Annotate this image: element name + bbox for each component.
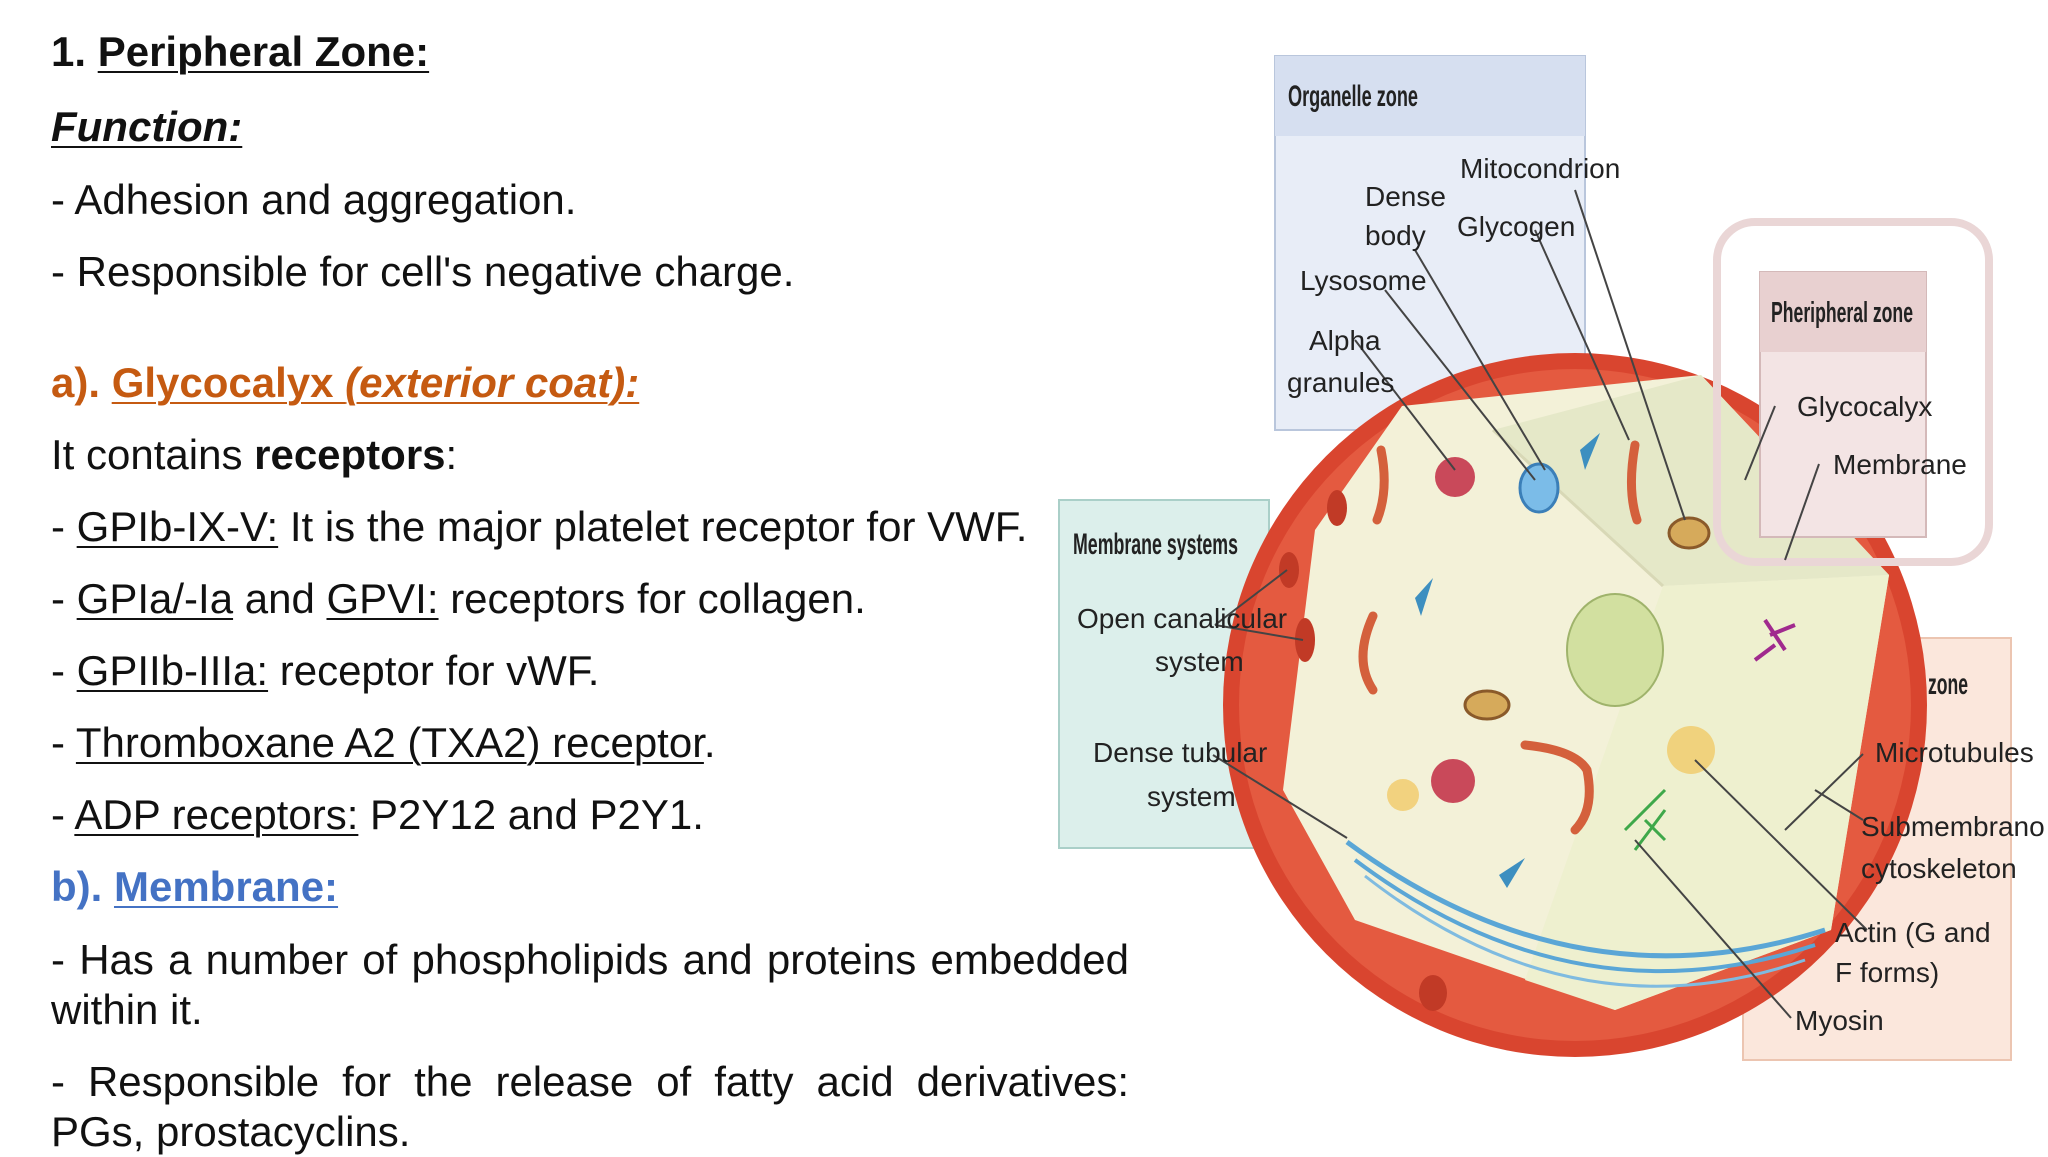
receptor-item: - Thromboxane A2 (TXA2) receptor. [51, 719, 716, 766]
label-myosin: Myosin [1795, 1005, 1884, 1036]
open-canalicular [1295, 618, 1315, 662]
contains-pre: It contains [51, 431, 255, 478]
lysosome [1518, 462, 1560, 514]
contains-line: It contains receptors: [51, 430, 457, 480]
label-system: system [1147, 781, 1236, 812]
membrane-item: - Has a number of phospholipids and prot… [51, 936, 1129, 1033]
open-canalicular [1279, 552, 1299, 588]
label-mitocondrion: Mitocondrion [1460, 153, 1620, 184]
glycocalyx-title: Glycocalyx [111, 359, 334, 406]
receptor-name: GPIb-IX-V: [76, 503, 279, 550]
label-submembranous: Submembranous [1861, 811, 2045, 842]
function-item: - Adhesion and aggregation. [51, 176, 577, 223]
label-system: system [1155, 646, 1244, 677]
glycogen-cluster [1566, 593, 1664, 707]
function-item: - Responsible for cell's negative charge… [51, 248, 795, 295]
membrane-heading: b). Membrane: [51, 862, 338, 912]
contains-post: : [445, 431, 458, 478]
section-heading: 1. Peripheral Zone: [51, 27, 429, 77]
glycocalyx-prefix: a). [51, 359, 101, 406]
receptor-item: - ADP receptors: P2Y12 and P2Y1. [51, 791, 704, 838]
receptor-item: - GPIb-IX-V: It is the major platelet re… [51, 503, 1028, 550]
receptor-name: GPVI: [326, 575, 439, 622]
organelle-zone-title: Organelle zone [1288, 80, 1418, 113]
dense-body [1580, 433, 1600, 470]
label-dense-tubular: Dense tubular [1093, 737, 1267, 768]
membrane-systems-title: Membrane systems [1073, 528, 1238, 561]
receptor-name: ADP receptors: [74, 791, 359, 838]
receptor-item: - GPIIb-IIIa: receptor for vWF. [51, 647, 600, 694]
peripheral-zone-title: Pheripheral zone [1771, 297, 1913, 329]
glycocalyx-subtitle: (exterior coat): [345, 359, 640, 406]
alpha-granule [1431, 759, 1475, 803]
label-body: body [1365, 220, 1426, 251]
receptor-item: - GPIa/-Ia and GPVI: receptors for colla… [51, 575, 866, 622]
dense-body [1415, 578, 1433, 616]
label-lysosome: Lysosome [1300, 265, 1427, 296]
label-glycocalyx: Glycocalyx [1797, 391, 1932, 422]
receptor-name: Thromboxane A2 (TXA2) receptor [75, 719, 704, 766]
label-actin: Actin (G and [1835, 917, 1991, 948]
membrane-prefix: b). [51, 863, 103, 910]
label-alpha: Alpha [1309, 325, 1381, 356]
membrane-title: Membrane: [113, 863, 339, 910]
dense-body [1499, 858, 1525, 888]
label-f-forms: F forms) [1835, 957, 1939, 988]
receptor-name: GPIIb-IIIa: [76, 647, 269, 694]
function-label: Function: [51, 102, 242, 152]
label-microtubules: Microtubules [1875, 737, 2034, 768]
membrane-item: - Responsible for the release of fatty a… [51, 1058, 1129, 1155]
label-membrane: Membrane [1833, 449, 1967, 480]
label-cytoskeleton: cytoskeleton [1861, 853, 2017, 884]
receptor-name: GPIa/-Ia [76, 575, 234, 622]
contains-bold: receptors [254, 431, 446, 478]
function-label-text: Function: [51, 103, 243, 150]
platelet-diagram: Organelle zone Membrane systems Structur… [1055, 50, 2045, 1080]
alpha-granule [1435, 457, 1475, 497]
mitochondrion [1667, 516, 1711, 550]
heading-title: Peripheral Zone: [97, 28, 430, 75]
label-granules: granules [1287, 367, 1394, 398]
label-glycogen: Glycogen [1457, 211, 1575, 242]
label-open-canalicular: Open canalicular [1077, 603, 1287, 634]
mitochondrion [1463, 689, 1511, 721]
open-canalicular [1327, 490, 1347, 526]
glycocalyx-heading: a). Glycocalyx (exterior coat): [51, 358, 639, 408]
label-dense: Dense [1365, 181, 1446, 212]
heading-number: 1. [51, 28, 87, 75]
peripheral-zone-highlight [1713, 218, 1993, 566]
